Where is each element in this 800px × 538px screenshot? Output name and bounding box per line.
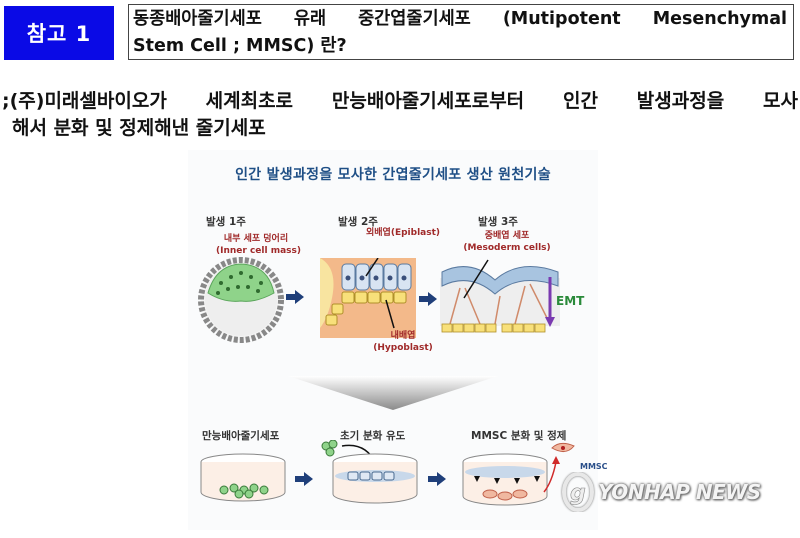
title-word: 중간엽줄기세포 xyxy=(358,9,471,29)
title-word: Mesenchymal xyxy=(652,9,787,29)
stage-1-annotation: 내부 세포 덩어리 (Inner cell mass) xyxy=(216,233,301,257)
yonhap-logo-icon: g xyxy=(562,472,594,512)
watermark-text: YONHAP NEWS xyxy=(598,480,761,504)
annotation-en: (Inner cell mass) xyxy=(216,246,301,256)
annotation-ko: 중배엽 세포 xyxy=(484,231,530,241)
yonhap-watermark: g YONHAP NEWS xyxy=(560,472,761,512)
emt-arrow-icon xyxy=(545,277,555,327)
stage-3-illustration xyxy=(440,259,560,333)
reference-title-line1: 동종배아줄기세포 유래 중간엽줄기세포 (Mutipotent Mesenchy… xyxy=(133,6,787,33)
reference-title-box: 동종배아줄기세포 유래 중간엽줄기세포 (Mutipotent Mesenchy… xyxy=(128,4,794,60)
blastocyst-illustration xyxy=(198,257,284,343)
process-3-label: MMSC 분화 및 정제 xyxy=(471,430,567,442)
desc-word: 인간 xyxy=(562,90,598,112)
dish-2-illustration xyxy=(321,440,418,504)
title-word: 유래 xyxy=(293,9,327,29)
mmsc-side-label: MMSC xyxy=(580,462,608,471)
desc-word: 세계최초로 xyxy=(205,90,294,112)
stage-3-label: 발생 3주 xyxy=(478,216,518,228)
arrow-right-icon xyxy=(286,290,304,304)
desc-word: 만능배아줄기세포로부터 xyxy=(331,90,525,112)
desc-word: 모사 xyxy=(763,90,798,112)
figure-title: 인간 발생과정을 모사한 간엽줄기세포 생산 원천기술 xyxy=(235,167,551,183)
dish-1-illustration xyxy=(200,453,286,502)
reference-title-line2: Stem Cell ; MMSC) 란? xyxy=(133,36,347,56)
arrow-right-icon xyxy=(295,472,313,486)
funnel-arrow-icon xyxy=(288,376,498,410)
desc-word: ;(주)미래셀바이오가 xyxy=(2,90,167,112)
annotation-en: (Hypoblast) xyxy=(373,343,433,353)
title-word: (Mutipotent xyxy=(502,9,621,29)
description: ;(주)미래셀바이오가 세계최초로 만능배아줄기세포로부터 인간 발생과정을 모… xyxy=(2,88,798,142)
stage-1-label: 발생 1주 xyxy=(206,216,246,228)
annotation-ko: 내부 세포 덩어리 xyxy=(223,234,289,244)
dish-3-illustration xyxy=(462,453,560,506)
desc-word: 발생과정을 xyxy=(636,90,725,112)
stage-2-annotation-epiblast: 외배엽(Epiblast) xyxy=(366,228,441,238)
title-word: 동종배아줄기세포 xyxy=(133,9,262,29)
arrow-right-icon xyxy=(419,292,437,306)
annotation-ko: 내배엽 xyxy=(390,331,416,341)
stage-2-annotation-hypoblast: 내배엽 (Hypoblast) xyxy=(373,330,433,354)
description-line2: 해서 분화 및 정제해낸 줄기세포 xyxy=(12,117,266,139)
emt-label: EMT xyxy=(556,294,585,308)
arrow-right-icon xyxy=(428,472,446,486)
annotation-en: (Mesoderm cells) xyxy=(463,243,551,253)
svg-text:g: g xyxy=(570,481,586,506)
process-2-label: 초기 분화 유도 xyxy=(340,430,406,442)
description-line1: ;(주)미래셀바이오가 세계최초로 만능배아줄기세포로부터 인간 발생과정을 모… xyxy=(2,88,798,115)
mmsc-cell-icon xyxy=(551,442,575,452)
process-figure: 인간 발생과정을 모사한 간엽줄기세포 생산 원천기술 발생 1주 내부 세포 … xyxy=(188,150,608,530)
stage-2-label: 발생 2주 xyxy=(338,216,378,228)
reference-badge: 참고 1 xyxy=(4,6,114,60)
process-1-label: 만능배아줄기세포 xyxy=(202,430,280,442)
stage-2-illustration xyxy=(320,258,416,338)
reference-badge-label: 참고 1 xyxy=(26,22,92,46)
stage-3-annotation: 중배엽 세포 (Mesoderm cells) xyxy=(452,230,562,254)
